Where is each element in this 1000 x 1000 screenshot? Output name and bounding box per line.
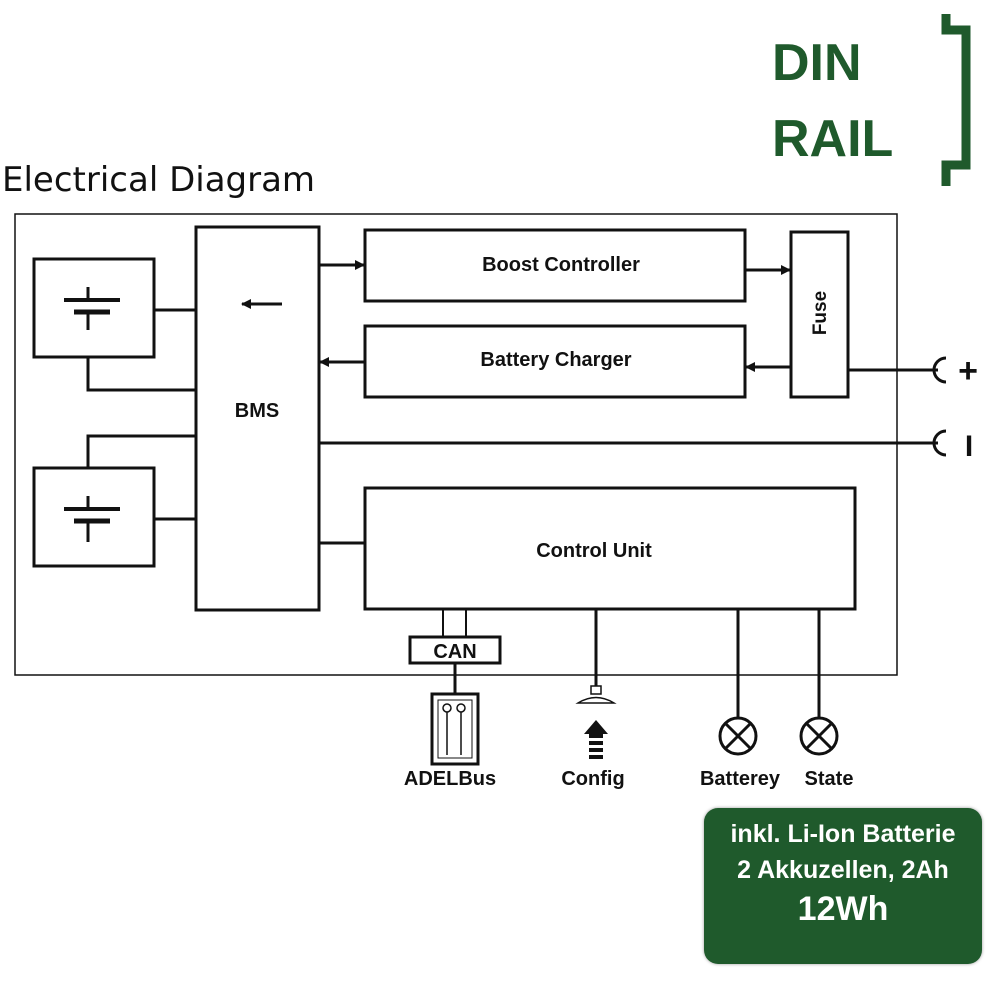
signal-wiring: [319, 260, 938, 545]
badge-line-1: inkl. Li-Ion Batterie: [730, 820, 956, 848]
battery-charger-label: Battery Charger: [480, 349, 631, 371]
plus-terminal-label: +: [958, 352, 978, 390]
din-rail-logo: DIN RAIL: [772, 14, 971, 186]
can-connector: CAN: [408, 609, 502, 694]
bms-block: BMS: [194, 225, 321, 612]
battery-lamp-label: Batterey: [700, 768, 781, 790]
minus-terminal-label: I: [965, 430, 973, 463]
rail-bracket-icon: [941, 14, 971, 186]
state-lamp-icon: [799, 609, 839, 756]
minus-terminal: I: [932, 429, 973, 463]
bms-label: BMS: [235, 400, 279, 422]
config-label: Config: [561, 768, 624, 790]
battery-cell-2: [32, 466, 156, 568]
diagram-title: Electrical Diagram: [2, 160, 315, 200]
badge-line-3: 12Wh: [797, 890, 889, 928]
can-label: CAN: [433, 641, 476, 663]
fuse-block: Fuse: [789, 230, 850, 399]
boost-controller-block: Boost Controller: [363, 228, 747, 303]
badge-line-2: 2 Akkuzellen, 2Ah: [737, 856, 949, 884]
plus-terminal: +: [932, 352, 978, 390]
battery-cell-1: [32, 257, 156, 359]
logo-line-1: DIN: [772, 34, 862, 92]
logo-line-2: RAIL: [772, 110, 893, 168]
battery-wiring: [86, 308, 196, 521]
battery-charger-block: Battery Charger: [363, 324, 747, 399]
fuse-label: Fuse: [810, 291, 831, 335]
control-unit-block: Control Unit: [363, 486, 857, 611]
control-unit-label: Control Unit: [536, 540, 652, 562]
state-lamp-label: State: [805, 768, 854, 790]
adelbus-label: ADELBus: [404, 768, 496, 790]
battery-lamp-icon: [718, 609, 758, 756]
battery-info-badge: inkl. Li-Ion Batterie 2 Akkuzellen, 2Ah …: [704, 808, 982, 964]
adelbus-connector-icon: [430, 692, 480, 766]
config-button-icon: [575, 609, 617, 759]
boost-controller-label: Boost Controller: [482, 254, 640, 276]
